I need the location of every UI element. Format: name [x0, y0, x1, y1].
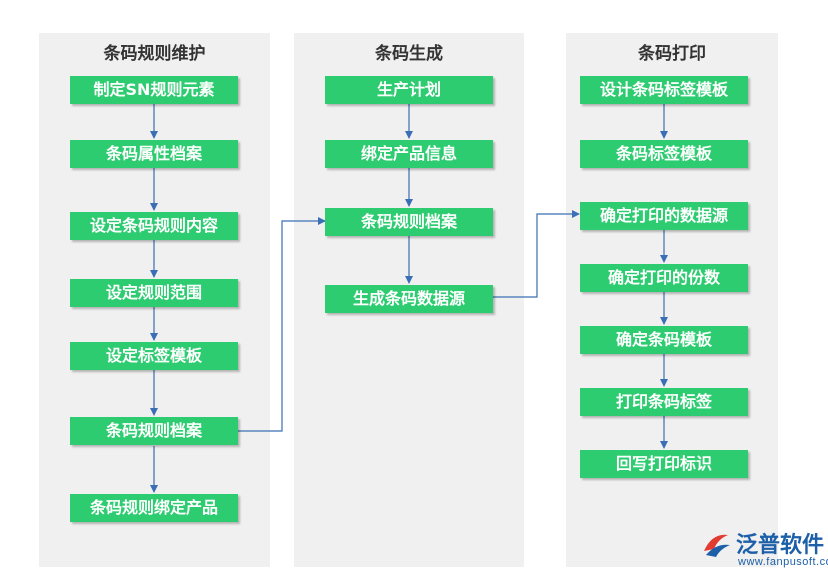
node-define-sn-rule-elements: 制定SN规则元素 [70, 76, 238, 104]
node-barcode-attribute-file: 条码属性档案 [70, 140, 238, 168]
node-set-label-template: 设定标签模板 [70, 342, 238, 370]
column-title: 条码生成 [375, 44, 443, 64]
node-set-rule-range: 设定规则范围 [70, 279, 238, 307]
node-set-barcode-rule-content: 设定条码规则内容 [70, 212, 238, 240]
node-print-barcode-label: 打印条码标签 [580, 388, 748, 416]
column-barcode-printing: 条码打印 [566, 33, 778, 567]
node-design-barcode-label-template: 设计条码标签模板 [580, 76, 748, 104]
node-production-plan: 生产计划 [325, 76, 493, 104]
node-barcode-label-template: 条码标签模板 [580, 140, 748, 168]
node-generate-barcode-datasource: 生成条码数据源 [325, 285, 493, 313]
node-write-back-print-flag: 回写打印标识 [580, 450, 748, 478]
node-confirm-print-datasource: 确定打印的数据源 [580, 202, 748, 230]
node-confirm-barcode-template: 确定条码模板 [580, 326, 748, 354]
column-title: 条码规则维护 [103, 44, 206, 64]
node-barcode-rule-bind-product: 条码规则绑定产品 [70, 494, 238, 522]
logo-mark-icon [704, 534, 730, 557]
arrow [238, 217, 326, 432]
arrow [493, 210, 580, 298]
node-bind-product-info: 绑定产品信息 [325, 140, 493, 168]
logo-brand-name: 泛普软件 [736, 533, 825, 558]
brand-logo: 泛普软件 www.fanpusoft.com [700, 527, 828, 573]
node-barcode-rule-file: 条码规则档案 [325, 208, 493, 236]
node-confirm-print-copies: 确定打印的份数 [580, 264, 748, 292]
logo-url: www.fanpusoft.com [738, 556, 828, 568]
node-barcode-rule-file: 条码规则档案 [70, 417, 238, 445]
column-title: 条码打印 [638, 44, 706, 64]
